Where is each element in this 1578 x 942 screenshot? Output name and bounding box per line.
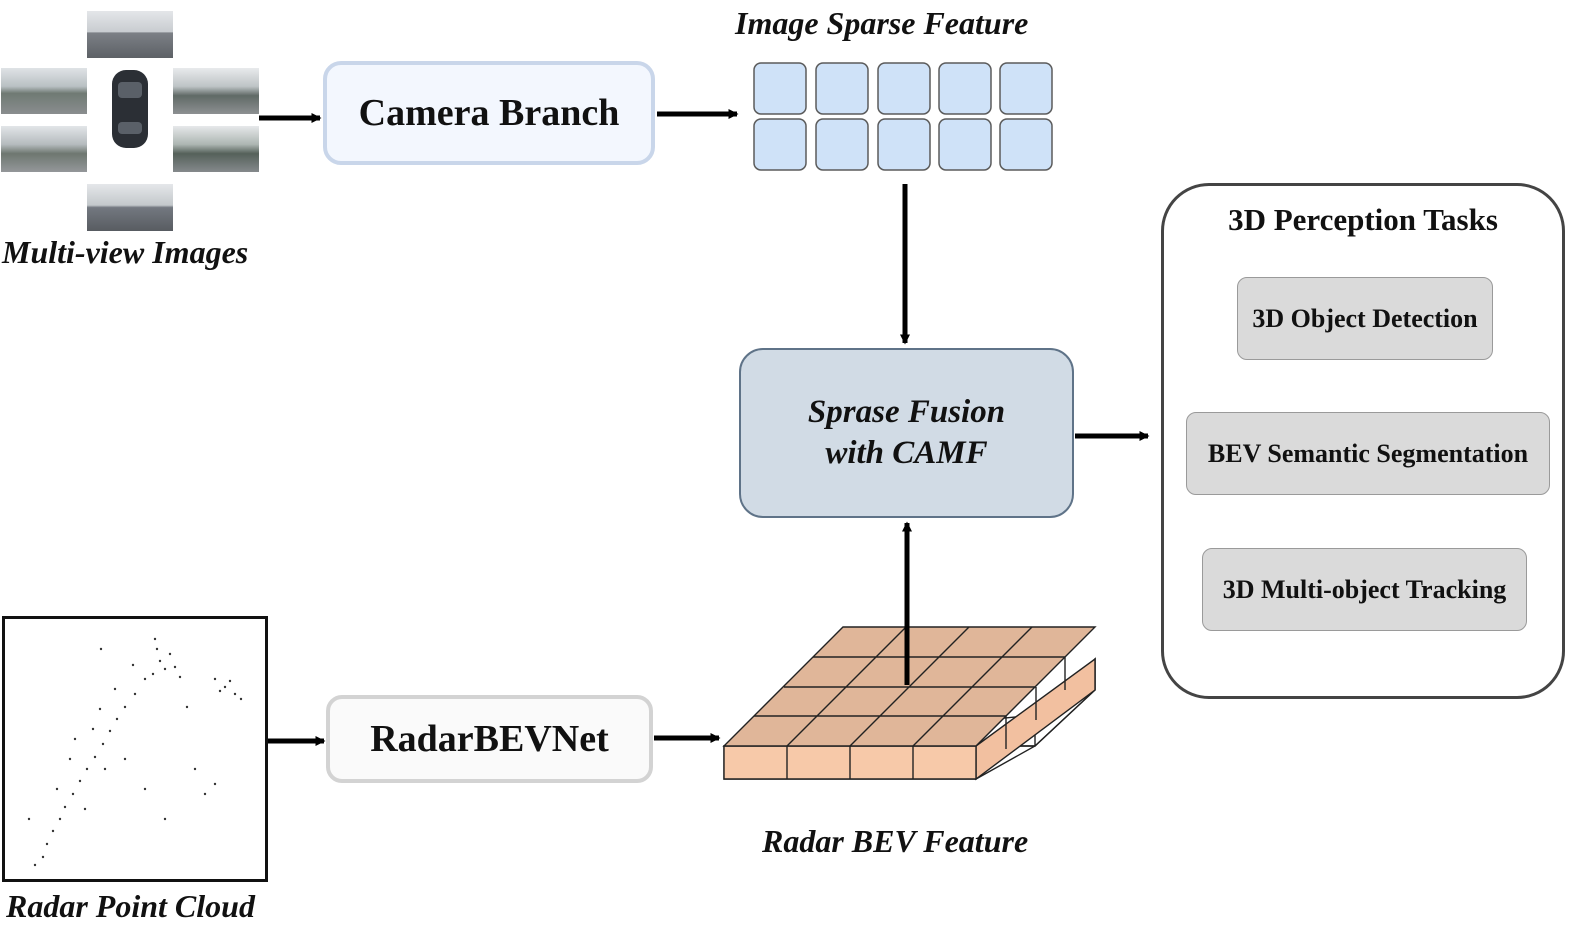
fusion-title-line2: with CAMF — [825, 435, 988, 471]
radar-bev-feature-label: Radar BEV Feature — [762, 823, 1029, 859]
sparse-feature-tile — [938, 62, 992, 115]
back-left-camera-image — [1, 126, 87, 172]
camera-branch-label: Camera Branch — [358, 92, 620, 134]
image-sparse-feature-grid — [753, 62, 1053, 171]
back-camera-image — [87, 184, 173, 231]
task-3d-object-detection: 3D Object Detection — [1237, 277, 1493, 360]
perception-tasks-title: 3D Perception Tasks — [1228, 202, 1498, 237]
multi-view-images-label: Multi-view Images — [2, 234, 249, 270]
front-left-camera-image — [1, 68, 87, 114]
front-right-camera-image — [173, 68, 259, 114]
sparse-fusion-camf-box: Sprase Fusion with CAMF — [739, 348, 1074, 518]
sparse-feature-tile — [815, 62, 869, 115]
ego-car-icon — [112, 70, 148, 148]
sparse-feature-tile — [938, 118, 992, 171]
radar-point-cloud-label: Radar Point Cloud — [6, 888, 255, 924]
task-bev-semantic-segmentation: BEV Semantic Segmentation — [1186, 412, 1550, 495]
perception-tasks-panel: 3D Perception Tasks 3D Object Detection … — [1161, 183, 1565, 699]
image-sparse-feature-label: Image Sparse Feature — [735, 5, 1029, 41]
sparse-feature-tile — [877, 118, 931, 171]
sparse-feature-tile — [999, 62, 1053, 115]
task-label: BEV Semantic Segmentation — [1207, 438, 1529, 468]
front-camera-image — [87, 11, 173, 58]
radarbevnet-box: RadarBEVNet — [326, 695, 653, 783]
task-label: 3D Object Detection — [1252, 303, 1478, 333]
task-label: 3D Multi-object Tracking — [1222, 574, 1507, 604]
sparse-feature-tile — [999, 118, 1053, 171]
task-3d-multi-object-tracking: 3D Multi-object Tracking — [1202, 548, 1527, 631]
sparse-feature-tile — [877, 62, 931, 115]
radar-points — [27, 637, 243, 867]
camera-branch-box: Camera Branch — [323, 61, 655, 165]
sparse-feature-tile — [753, 62, 807, 115]
radar-bev-feature-block — [722, 626, 1097, 781]
sparse-feature-tile — [753, 118, 807, 171]
sparse-feature-tile — [815, 118, 869, 171]
fusion-title-line1: Sprase Fusion — [807, 394, 1006, 430]
radarbevnet-label: RadarBEVNet — [370, 718, 609, 760]
back-right-camera-image — [173, 126, 259, 172]
radar-point-cloud-image — [2, 616, 268, 882]
